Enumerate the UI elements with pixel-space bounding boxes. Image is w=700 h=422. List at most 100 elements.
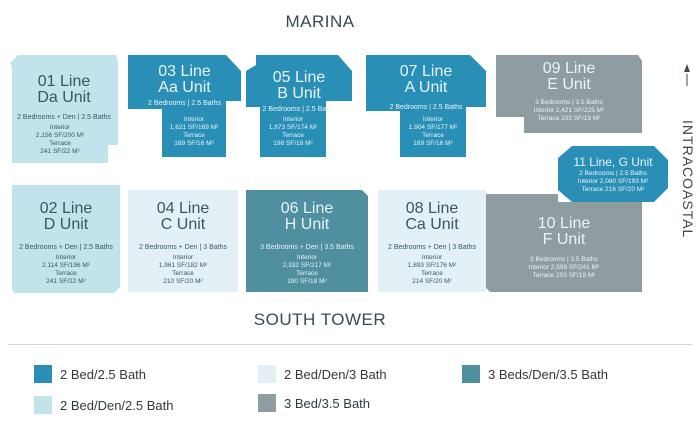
unit-line: 06 Line	[280, 200, 334, 217]
unit-line: 04 Line	[156, 200, 210, 217]
interior-label: Interior	[422, 116, 444, 123]
terrace-size: 198 SF/18 M²	[273, 140, 313, 147]
unit-line: 03 Line	[158, 63, 211, 80]
unit-beds: 3 Bedrooms | 3.5 Baths	[535, 99, 603, 106]
interior-label: Interior	[296, 254, 318, 261]
legend-label: 2 Bed/2.5 Bath	[60, 366, 147, 382]
unit-line: 05 Line	[272, 69, 326, 86]
terrace-label: Terrace	[282, 132, 304, 139]
unit-04-shape	[128, 190, 238, 292]
marina-label: MARINA	[285, 12, 355, 31]
terrace-size: Terrace 216 SF/20 M²	[581, 186, 645, 193]
intracoastal-label: INTRACOASTAL	[680, 120, 696, 239]
terrace-size: 241 SF/22 M²	[40, 148, 80, 155]
unit-08-ca[interactable]: 08 Line Ca Unit 2 Bedrooms + Den | 3 Bat…	[378, 190, 486, 292]
unit-03-shape	[128, 55, 241, 157]
unit-beds: 2 Bedrooms | 2.5 Baths	[579, 170, 647, 177]
legend-item-3bed-den-3-5bath: 3 Beds/Den/3.5 Bath	[462, 365, 608, 383]
legend-swatch	[34, 365, 52, 383]
unit-name: H Unit	[284, 216, 330, 233]
unit-beds: 2 Bedrooms | 2.5 Baths	[262, 106, 336, 113]
unit-name: Aa Unit	[158, 79, 211, 96]
unit-02-d[interactable]: 02 Line D Unit 2 Bedrooms + Den | 2.5 Ba…	[12, 185, 120, 293]
interior-size: Interior 2,599 SF/241 M²	[528, 264, 600, 271]
unit-05-b[interactable]: 05 Line B Unit 2 Bedrooms | 2.5 Baths In…	[242, 55, 352, 157]
unit-name: E Unit	[547, 76, 591, 93]
legend-label: 2 Bed/Den/3 Bath	[284, 366, 387, 382]
unit-08-shape	[378, 190, 486, 292]
legend-swatch	[258, 394, 276, 412]
interior-label: Interior	[282, 116, 304, 123]
interior-size: 1,621 SF/169 M²	[169, 124, 219, 131]
terrace-size: 210 SF/20 M²	[163, 278, 203, 285]
unit-beds: 2 Bedrooms + Den | 2.5 Baths	[19, 244, 113, 251]
terrace-size: 190 SF/18 M²	[287, 278, 327, 285]
interior-size: 1,961 SF/182 M²	[158, 262, 208, 269]
legend-swatch	[258, 365, 276, 383]
terrace-label: Terrace	[172, 270, 194, 277]
legend-label: 3 Bed/3.5 Bath	[284, 395, 371, 411]
unit-07-shape	[366, 55, 486, 157]
unit-10-shape	[486, 194, 642, 292]
unit-beds: 2 Bedrooms + Den | 3 Baths	[138, 244, 227, 251]
interior-size: Interior 2,080 SF/193 M²	[577, 178, 649, 185]
legend-divider	[8, 344, 692, 345]
unit-05-shape	[246, 55, 352, 157]
unit-name: Da Unit	[37, 89, 91, 106]
legend-item-2bed-den-2-5bath: 2 Bed/Den/2.5 Bath	[34, 396, 173, 414]
compass-arrow-icon	[684, 64, 690, 86]
interior-size: 2,332 SF/217 M²	[282, 262, 332, 269]
unit-01-shape	[10, 55, 118, 163]
unit-name: C Unit	[160, 216, 206, 233]
terrace-label: Terrace	[421, 270, 443, 277]
unit-line: 07 Line	[399, 63, 453, 80]
interior-size: 1,893 SF/176 M²	[407, 262, 457, 269]
interior-label: Interior	[55, 254, 77, 261]
unit-beds: 2 Bedrooms | 2.5 Baths	[147, 100, 222, 107]
interior-size: 1,904 SF/177 M²	[408, 124, 458, 131]
unit-01-da[interactable]: 01 Line Da Unit 2 Bedrooms + Den | 2.5 B…	[10, 55, 118, 163]
terrace-size: 214 SF/20 M²	[412, 278, 452, 285]
terrace-size: 241 SF/22 M²	[46, 278, 86, 285]
interior-label: Interior	[183, 116, 205, 123]
interior-size: 1,873 SF/174 M²	[268, 124, 318, 131]
unit-10-f[interactable]: 10 Line F Unit 3 Bedrooms | 3.5 Baths In…	[486, 194, 642, 292]
interior-label: Interior	[421, 254, 443, 261]
unit-beds: 2 Bedrooms | 2.5 Baths	[389, 104, 463, 111]
terrace-label: Terrace	[49, 140, 71, 147]
legend-item-2bed-2-5bath: 2 Bed/2.5 Bath	[34, 365, 146, 383]
unit-06-h[interactable]: 06 Line H Unit 3 Bedrooms + Den | 3.5 Ba…	[246, 190, 368, 292]
terrace-label: Terrace	[55, 270, 77, 277]
terrace-size: 169 SF/16 M²	[413, 140, 453, 147]
unit-03-aa[interactable]: 03 Line Aa Unit 2 Bedrooms | 2.5 Baths I…	[128, 55, 241, 157]
unit-name: Ca Unit	[405, 216, 459, 233]
unit-name: B Unit	[277, 85, 321, 102]
unit-beds: 3 Bedrooms | 3.5 Baths	[530, 256, 598, 263]
unit-line: 08 Line	[405, 200, 459, 217]
terrace-label: Terrace	[422, 132, 444, 139]
unit-line: 01 Line	[37, 73, 91, 90]
legend-swatch	[462, 365, 480, 383]
legend-label: 3 Beds/Den/3.5 Bath	[488, 366, 608, 382]
unit-02-shape	[12, 185, 120, 293]
unit-04-c[interactable]: 04 Line C Unit 2 Bedrooms + Den | 3 Bath…	[128, 190, 238, 292]
unit-name: A Unit	[404, 79, 448, 96]
unit-07-a[interactable]: 07 Line A Unit 2 Bedrooms | 2.5 Baths In…	[366, 55, 486, 157]
interior-label: Interior	[172, 254, 194, 261]
unit-name: D Unit	[43, 216, 89, 233]
interior-size: 2,156 SF/200 M²	[35, 132, 85, 139]
unit-name: F Unit	[542, 231, 586, 248]
legend-item-2bed-den-3bath: 2 Bed/Den/3 Bath	[258, 365, 387, 383]
unit-09-shape	[496, 55, 642, 133]
unit-beds: 2 Bedrooms + Den | 2.5 Baths	[17, 114, 111, 121]
legend-item-3bed-3-5bath: 3 Bed/3.5 Bath	[258, 394, 370, 412]
interior-label: Interior	[49, 124, 71, 131]
unit-11-shape	[558, 146, 668, 202]
terrace-size: Terrace 203 SF/19 M²	[537, 115, 601, 122]
unit-09-e[interactable]: 09 Line E Unit 3 Bedrooms | 3.5 Baths In…	[496, 55, 642, 133]
unit-06-shape	[246, 190, 368, 292]
legend-label: 2 Bed/Den/2.5 Bath	[60, 397, 174, 413]
interior-size: Interior 2,421 SF/225 M²	[533, 107, 605, 114]
unit-line: 02 Line	[39, 200, 93, 217]
unit-11-g[interactable]: 11 Line, G Unit 2 Bedrooms | 2.5 Baths I…	[558, 146, 668, 202]
